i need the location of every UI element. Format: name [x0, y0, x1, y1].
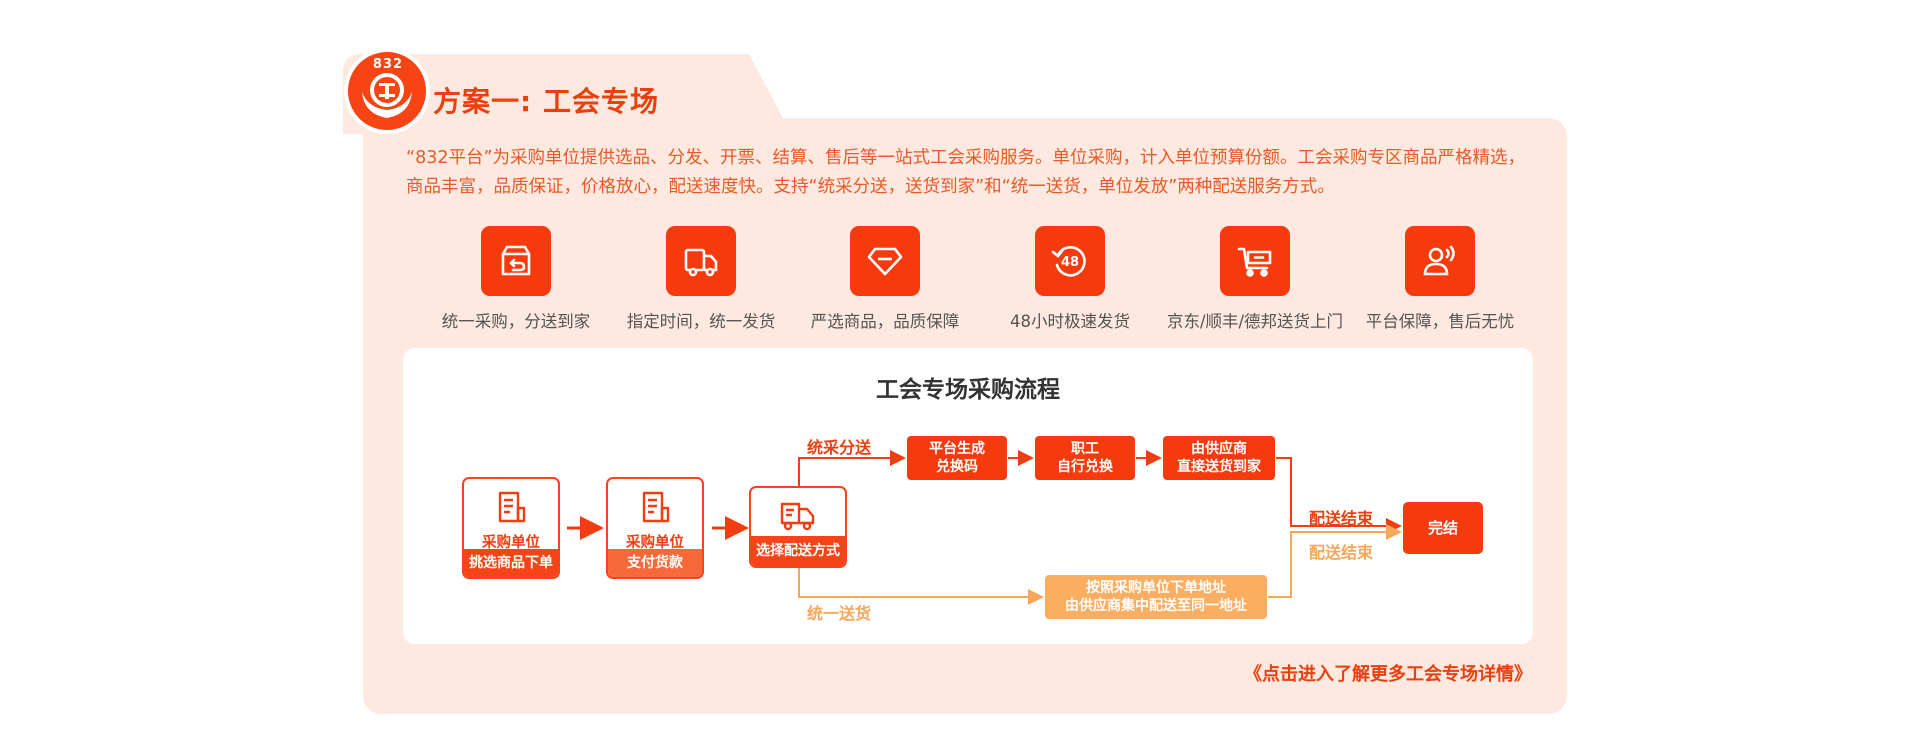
union-logo: 832: [344, 48, 430, 134]
return-box-icon: [481, 226, 551, 296]
48-hour-icon: 48: [1035, 226, 1105, 296]
feature-after-sales: 平台保障，售后无忧: [1330, 226, 1550, 332]
feature-48h: 48 48小时极速发货: [960, 226, 1180, 332]
node-employee-redeem: 职工 自行兑换: [1035, 436, 1135, 480]
step-payment: 采购单位 支付货款: [606, 477, 704, 579]
customer-service-icon: [1405, 226, 1475, 296]
feature-label: 平台保障，售后无忧: [1365, 312, 1515, 331]
more-details-link[interactable]: 《点击进入了解更多工会专场详情》: [1244, 664, 1532, 685]
delivery-truck-icon: [666, 226, 736, 296]
svg-text:48: 48: [1061, 255, 1079, 270]
feature-quality: 严选商品，品质保障: [775, 226, 995, 332]
flow-title: 工会专场采购流程: [876, 377, 1060, 403]
step-choose-delivery: 选择配送方式: [749, 486, 847, 568]
order-document-icon: [464, 489, 558, 527]
node-complete: 完结: [1403, 502, 1483, 554]
delivery-truck-icon: [751, 496, 845, 534]
diamond-icon: [850, 226, 920, 296]
feature-courier: 京东/顺丰/德邦送货上门: [1145, 226, 1365, 332]
feature-label: 指定时间，统一发货: [626, 312, 776, 331]
branch-label-split-delivery: 统采分送: [807, 438, 872, 457]
section-title: 方案一: 工会专场: [433, 85, 659, 118]
union-emblem-icon: [362, 73, 412, 118]
node-generate-code: 平台生成 兑换码: [907, 436, 1007, 480]
intro-paragraph: “832平台”为采购单位提供选品、分发、开票、结算、售后等一站式工会采购服务。单…: [406, 148, 1526, 197]
feature-label: 京东/顺丰/德邦送货上门: [1166, 312, 1344, 331]
node-centralized-delivery: 按照采购单位下单地址 由供应商集中配送至同一地址: [1045, 575, 1267, 619]
feature-label: 统一采购，分送到家: [441, 312, 591, 331]
logo-text: 832: [372, 57, 404, 72]
node-supplier-home-delivery: 由供应商 直接送货到家: [1163, 436, 1275, 480]
shopping-cart-icon: [1220, 226, 1290, 296]
feature-unified-purchase: 统一采购，分送到家: [406, 226, 626, 332]
payment-document-icon: [608, 489, 702, 527]
step-select-products: 采购单位 挑选商品下单: [462, 477, 560, 579]
feature-label: 严选商品，品质保障: [810, 312, 960, 331]
branch-label-unified-delivery: 统一送货: [807, 604, 872, 623]
end-label-bottom: 配送结束: [1309, 543, 1374, 562]
end-label-top: 配送结束: [1309, 509, 1374, 528]
feature-label: 48小时极速发货: [1010, 312, 1130, 331]
feature-scheduled-delivery: 指定时间，统一发货: [591, 226, 811, 332]
